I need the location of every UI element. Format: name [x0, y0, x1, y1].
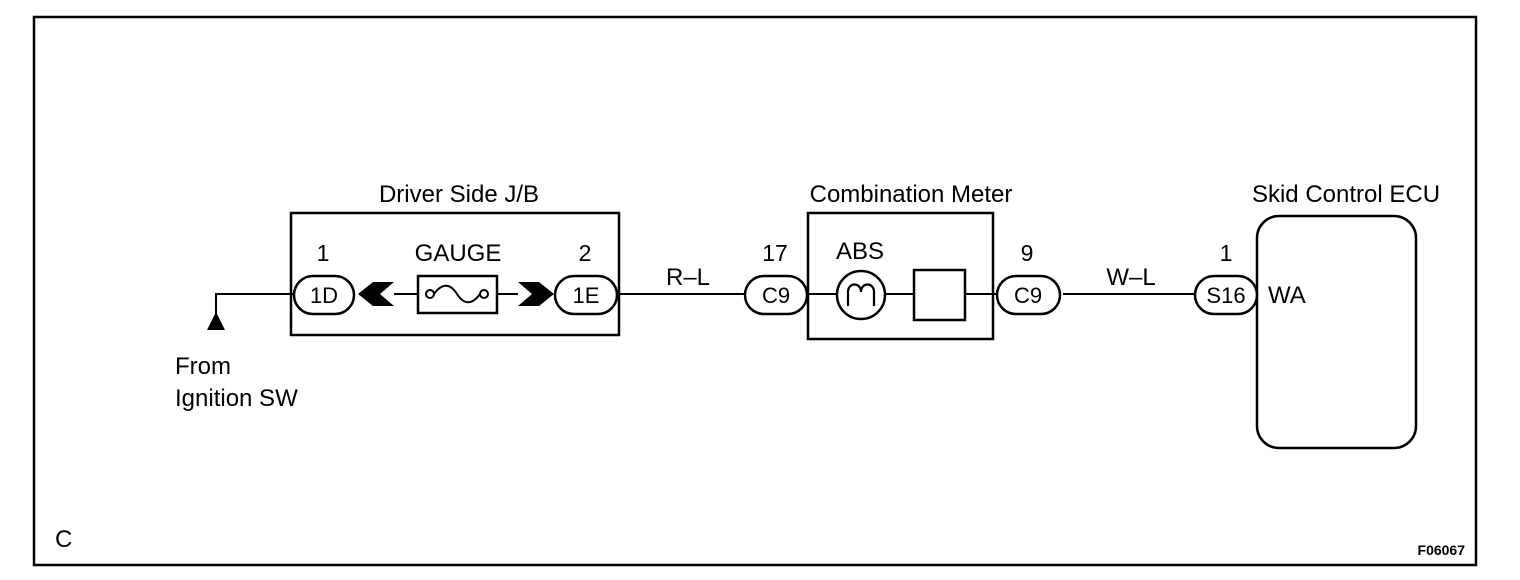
- ecu-terminal-label: WA: [1268, 282, 1306, 309]
- figure-id: F06067: [1418, 542, 1466, 558]
- meter-right-connector-label: C9: [1014, 283, 1042, 308]
- ecu-title: Skid Control ECU: [1252, 181, 1440, 208]
- meter-right-connector: [995, 274, 1062, 316]
- jb-right-connector-label: 1E: [573, 283, 600, 308]
- combination-meter-box: [806, 211, 995, 341]
- junction-block-title: Driver Side J/B: [379, 181, 539, 208]
- jb-left-chevron-icon: [358, 282, 394, 306]
- ecu-connector: [1193, 274, 1259, 316]
- wire1-color-code: R–L: [666, 264, 710, 291]
- fuse-label: GAUGE: [415, 240, 502, 267]
- jb-right-connector: [553, 274, 619, 316]
- meter-internal-circuit: [912, 268, 967, 322]
- ecu-box: [1255, 214, 1418, 450]
- jb-right-chevron-icon: [518, 282, 554, 306]
- wire2-color-code: W–L: [1106, 264, 1155, 291]
- diagram-frame: [32, 15, 1478, 567]
- meter-left-connector-label: C9: [762, 283, 790, 308]
- jb-right-pin-number: 2: [579, 240, 592, 266]
- corner-letter: C: [55, 526, 72, 553]
- source-label-line1: From: [175, 353, 231, 380]
- source-label-line2: Ignition SW: [175, 385, 298, 412]
- source-arrow-icon: [207, 312, 225, 330]
- combination-meter-title: Combination Meter: [810, 181, 1013, 208]
- ecu-pin-number: 1: [1220, 240, 1233, 266]
- meter-right-pin-number: 9: [1021, 240, 1034, 266]
- wire-ignition-feed: [215, 293, 293, 330]
- fuse-icon: [425, 284, 489, 304]
- jb-left-connector: [292, 274, 356, 316]
- abs-lamp-icon: [835, 269, 887, 321]
- meter-left-pin-number: 17: [762, 240, 788, 266]
- abs-lamp-label: ABS: [836, 238, 884, 265]
- ecu-connector-label: S16: [1206, 283, 1245, 308]
- jb-left-pin-number: 1: [317, 240, 330, 266]
- jb-left-connector-label: 1D: [310, 283, 338, 308]
- junction-block-box: [289, 211, 621, 337]
